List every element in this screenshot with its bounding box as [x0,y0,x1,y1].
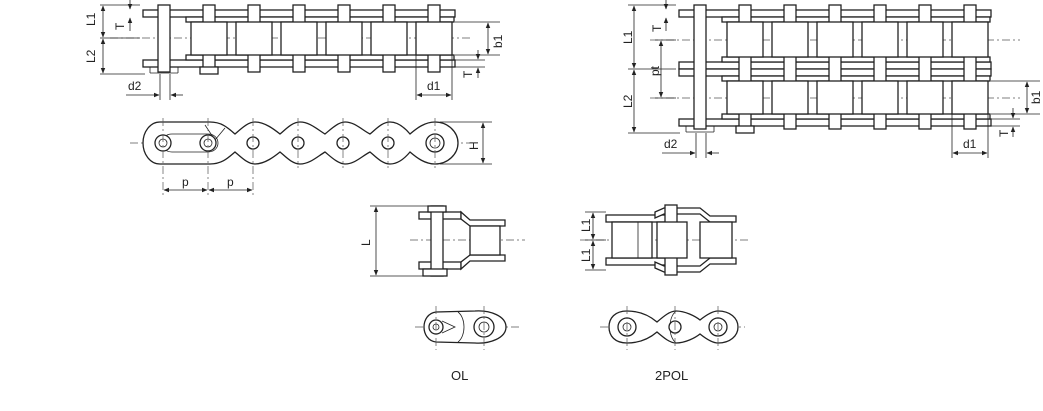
caption-2pol: 2POL [655,368,688,383]
label-l1-left: L1 [84,12,98,26]
ol-link-side-view [415,306,520,350]
label-d1-left: d1 [427,79,441,93]
label-t-left: T [113,22,127,30]
label-t-duplex-right: T [997,129,1011,137]
label-l1-duplex: L1 [621,30,635,44]
label-t-right: T [461,70,475,78]
label-l-ol: L [359,239,373,246]
label-p-1: p [182,175,189,189]
label-l1-2pol-bottom: L1 [579,248,593,262]
label-b1-duplex: b1 [1029,90,1043,104]
label-d2-duplex: d2 [664,137,678,151]
label-l2-left: L2 [84,49,98,63]
simplex-chain-top-view [100,0,500,100]
label-pt-duplex: pt [648,65,662,76]
label-l1-2pol-top: L1 [579,218,593,232]
simplex-chain-side-view [130,118,492,195]
label-p-2: p [227,175,234,189]
duplex-chain-top-view [628,0,1040,158]
label-d2-left: d2 [128,79,142,93]
label-b1-left: b1 [491,34,505,48]
2pol-offset-link [580,204,750,276]
2pol-link-side-view [600,306,745,350]
label-l2-duplex: L2 [621,94,635,108]
label-t-duplex-left: T [650,24,664,32]
label-h: H [467,141,481,150]
label-d1-duplex: d1 [963,137,977,151]
ol-connecting-link [370,205,525,277]
caption-ol: OL [451,368,468,383]
